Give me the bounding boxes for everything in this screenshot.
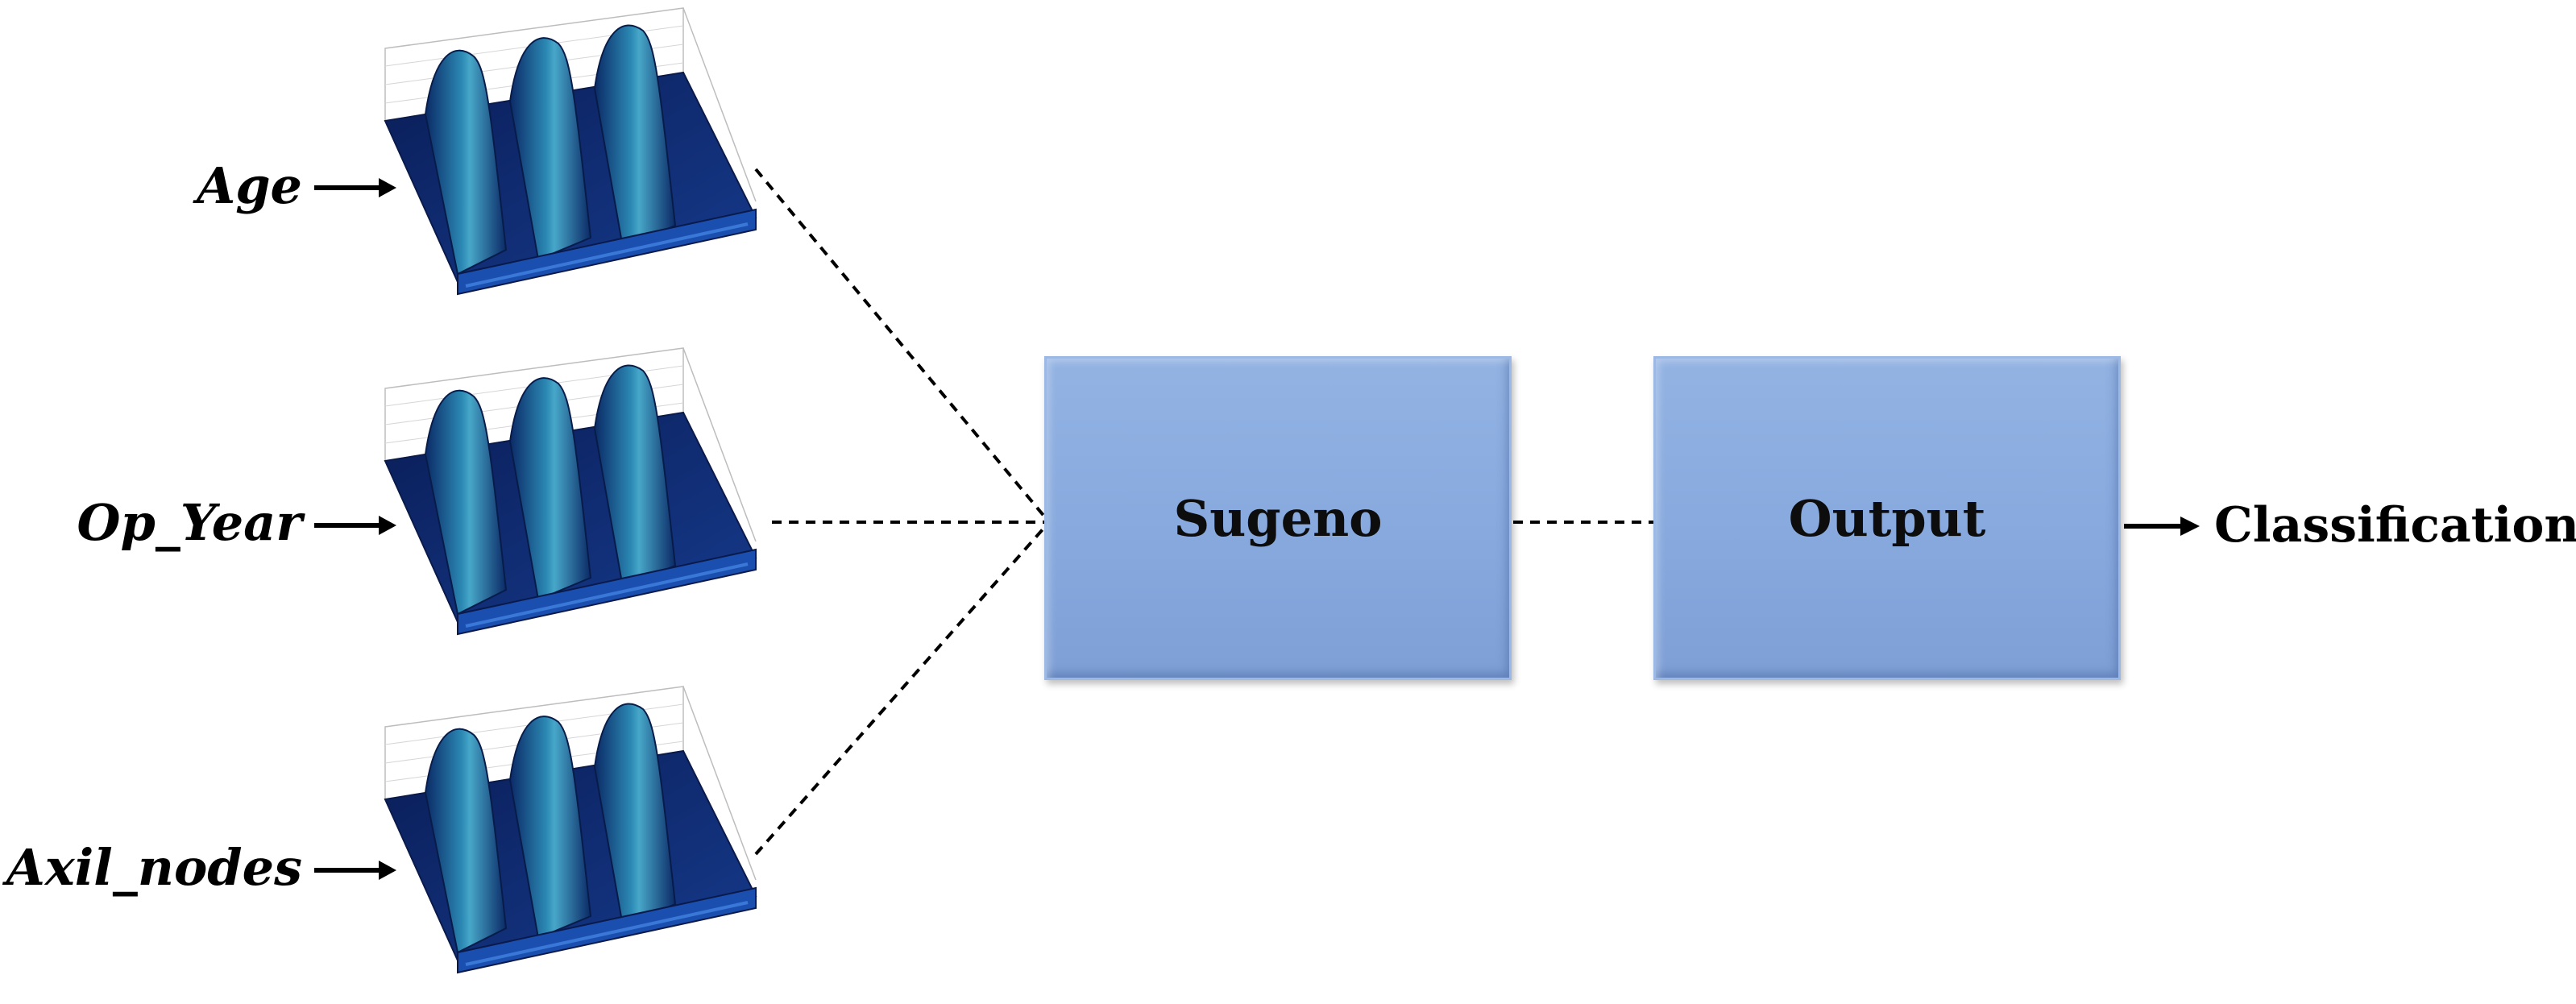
classification-arrow bbox=[2124, 517, 2200, 536]
op-year-input-arrow bbox=[314, 516, 396, 535]
op-year-surface-plot-icon bbox=[384, 346, 757, 636]
output-block: Output bbox=[1653, 356, 2121, 680]
axil-nodes-surface-plot-icon bbox=[384, 685, 757, 974]
age-surface-plot-icon bbox=[384, 6, 757, 296]
age-input-arrow bbox=[314, 178, 396, 197]
output-block-label: Output bbox=[1788, 488, 1986, 548]
input-label-op-year: Op_Year bbox=[77, 493, 302, 552]
axil-nodes-to-sugeno-connector bbox=[754, 521, 1051, 856]
axil-nodes-input-arrow bbox=[314, 861, 396, 880]
input-label-age: Age bbox=[197, 156, 302, 215]
input-label-axil-nodes: Axil_nodes bbox=[6, 838, 302, 897]
sugeno-block-label: Sugeno bbox=[1173, 488, 1383, 548]
classification-label: Classification bbox=[2214, 497, 2576, 554]
sugeno-inference-block: Sugeno bbox=[1044, 356, 1512, 680]
age-to-sugeno-connector bbox=[754, 168, 1051, 524]
